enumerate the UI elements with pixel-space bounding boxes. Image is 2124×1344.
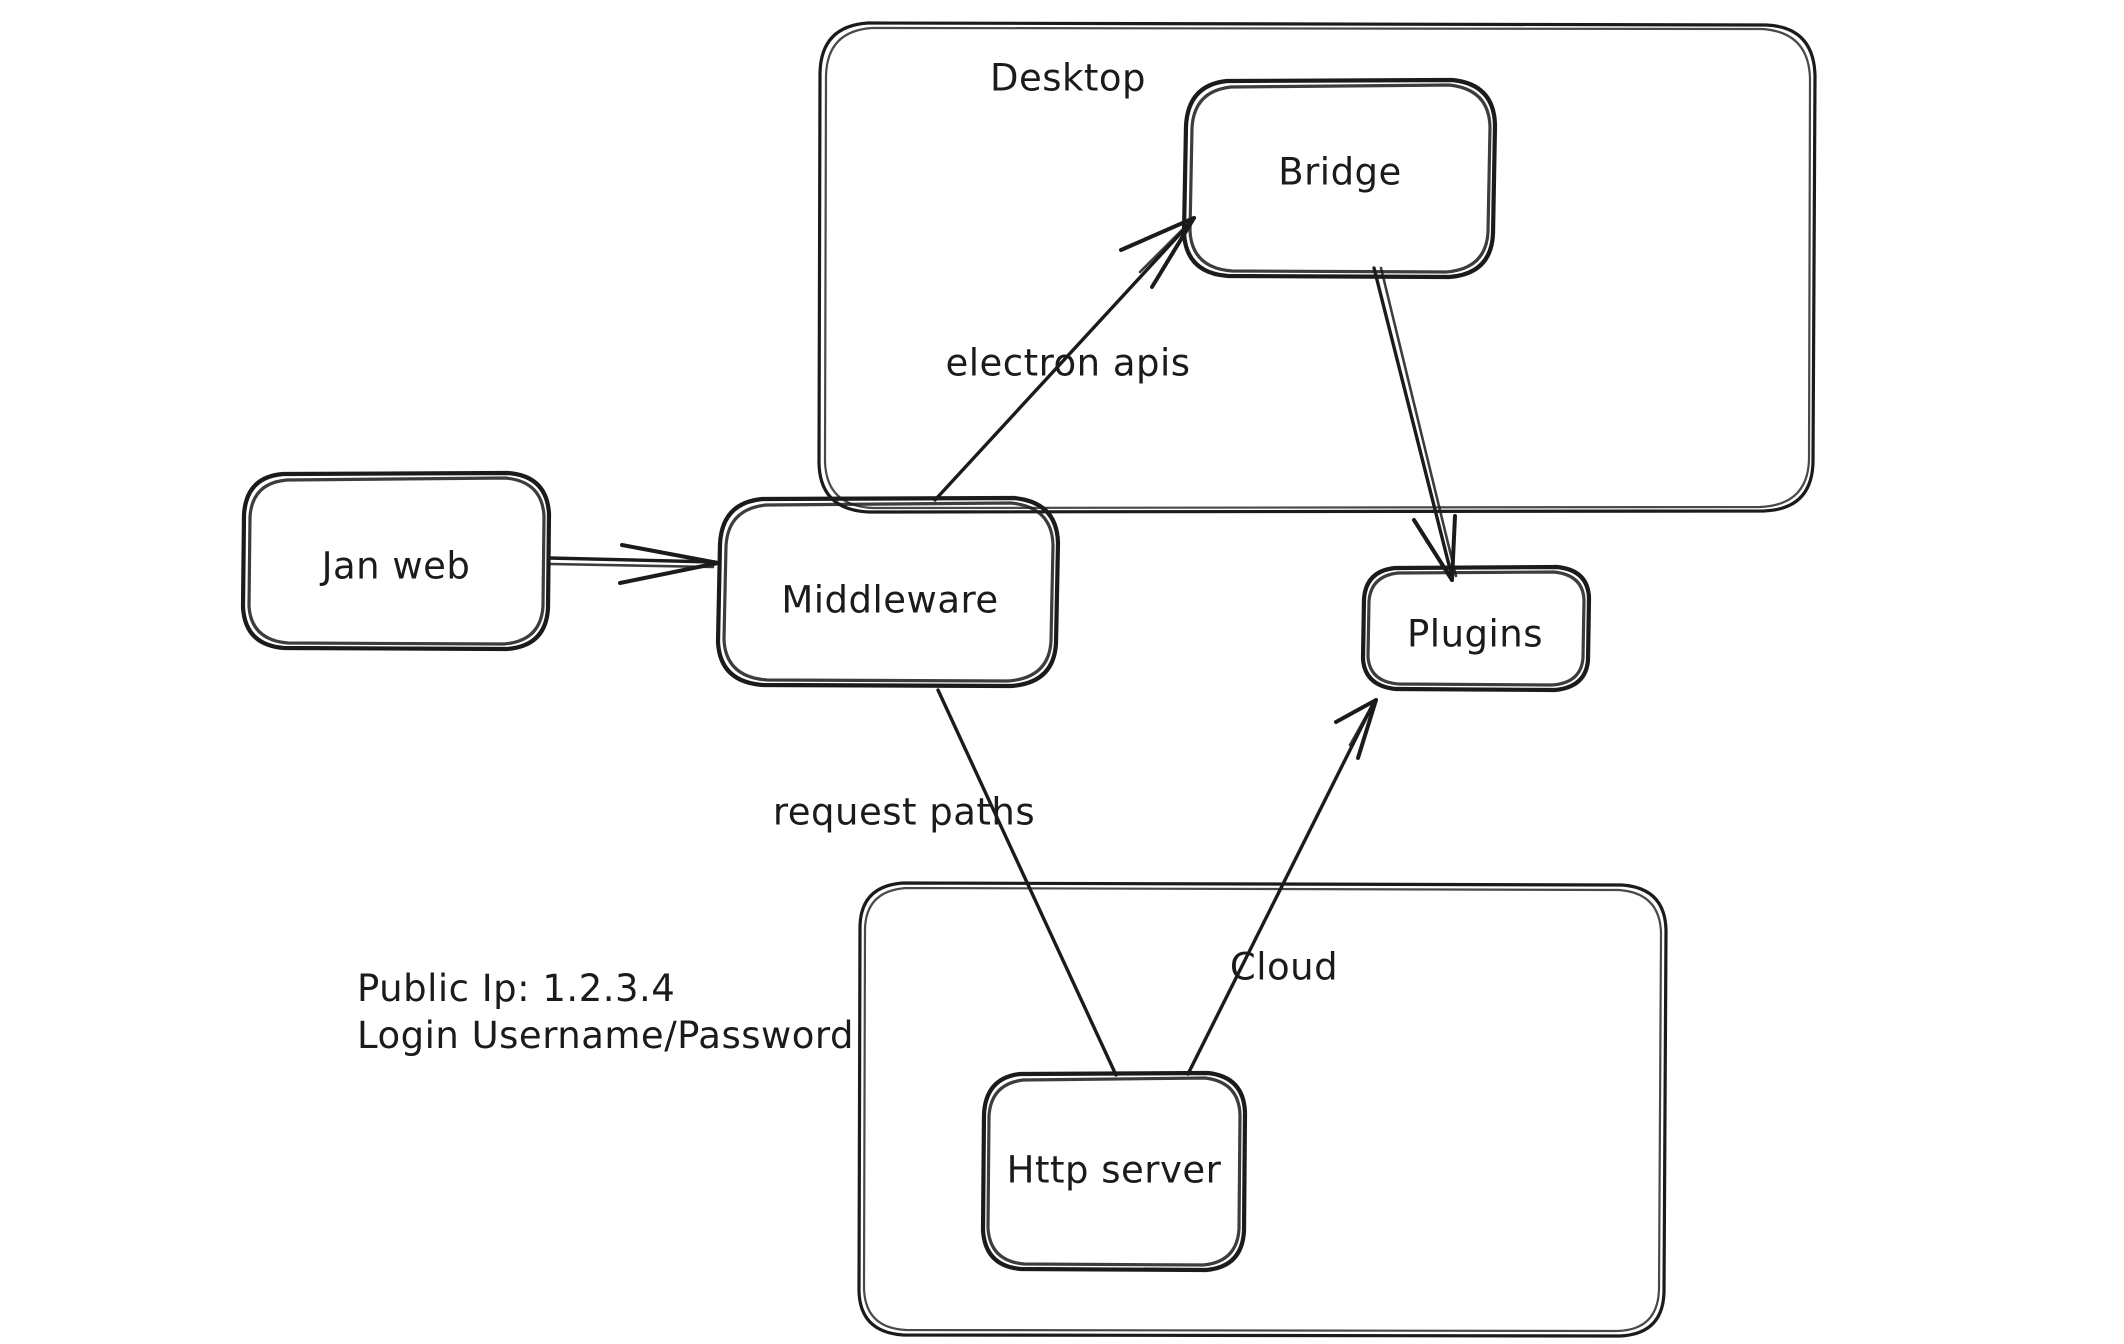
group-label-desktop: Desktop bbox=[989, 56, 1147, 100]
edge-httpserver-to-plugins bbox=[1186, 698, 1378, 1076]
node-label-plugins: Plugins bbox=[1406, 612, 1544, 656]
connection-note: Public Ip: 1.2.3.4 Login Username/Passwo… bbox=[357, 967, 854, 1058]
group-desktop bbox=[817, 21, 1817, 514]
node-jan-web[interactable] bbox=[240, 470, 552, 652]
edge-label-electron-apis: electron apis bbox=[945, 341, 1191, 385]
node-label-jan-web: Jan web bbox=[321, 544, 471, 588]
node-plugins[interactable] bbox=[1360, 564, 1592, 693]
node-http-server[interactable] bbox=[980, 1070, 1248, 1273]
group-cloud-container bbox=[857, 881, 1668, 1338]
edge-label-cloud: Cloud bbox=[1229, 945, 1339, 989]
node-label-middleware: Middleware bbox=[781, 578, 999, 622]
edge-label-request-paths: request paths bbox=[772, 790, 1036, 834]
edge-janweb-to-middleware bbox=[547, 543, 720, 585]
node-label-bridge: Bridge bbox=[1278, 150, 1402, 194]
edge-middleware-to-bridge bbox=[933, 216, 1196, 502]
edge-middleware-to-httpserver bbox=[936, 688, 1118, 1077]
node-middleware[interactable] bbox=[715, 495, 1061, 689]
edge-bridge-to-plugins bbox=[1372, 266, 1458, 582]
node-label-http-server: Http server bbox=[1006, 1148, 1222, 1192]
node-bridge[interactable] bbox=[1181, 77, 1498, 280]
